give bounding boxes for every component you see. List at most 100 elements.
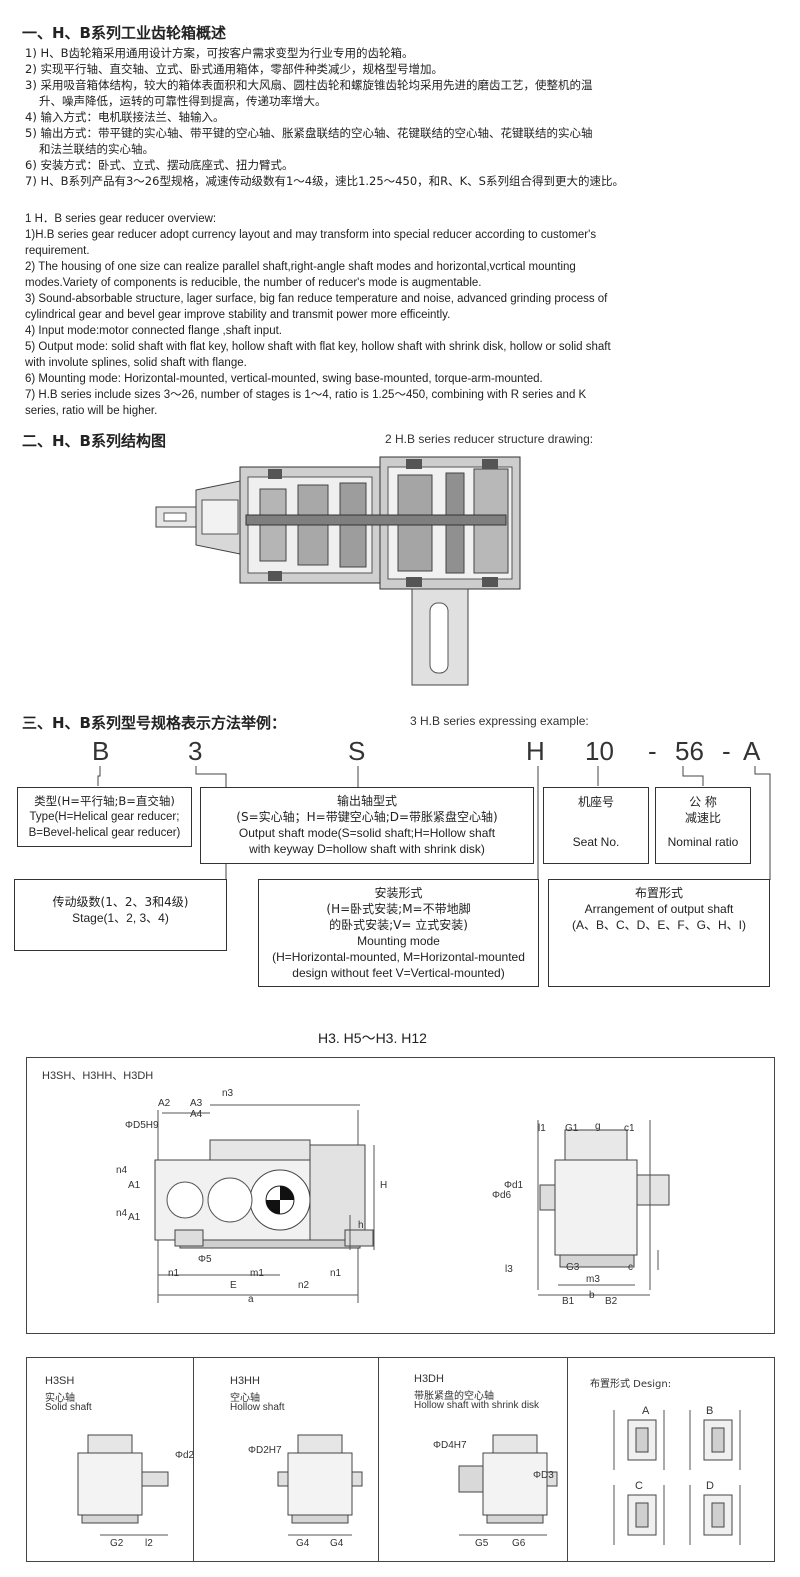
cn-line: 和法兰联结的实心轴。 — [39, 142, 154, 156]
dimension-panel — [26, 1057, 775, 1334]
dim-label: A1 — [128, 1180, 141, 1191]
dim-label: G5 — [475, 1538, 489, 1549]
box-arrange-line: Arrangement of output shaft — [584, 902, 734, 916]
dim-label: Φd1 — [504, 1180, 524, 1191]
dim-label: G6 — [512, 1538, 526, 1549]
code-ratio: 56 — [675, 736, 704, 766]
variant-cn: 带胀紧盘的空心轴 — [414, 1391, 494, 1402]
dim-label: n1 — [168, 1268, 180, 1279]
front-view-drawing — [154, 1104, 375, 1303]
dim-label: n3 — [222, 1088, 234, 1099]
side-view-drawing — [537, 1120, 670, 1296]
dim-label: Φ5 — [198, 1254, 212, 1265]
section2-title: 二、H、B系列结构图 — [22, 432, 166, 450]
dim-label: B2 — [605, 1296, 618, 1307]
dim-label: l3 — [505, 1264, 513, 1275]
dim-label: G3 — [566, 1262, 580, 1273]
dim-label: c — [628, 1262, 633, 1273]
cn-line: 5) 输出方式：带平键的实心轴、带平键的空心轴、胀紧盘联结的空心轴、花键联结的空… — [25, 126, 593, 140]
box-type-line: Type(H=Helical gear reducer; — [29, 811, 180, 823]
section4-title: H3. H5～H3. H12 — [318, 1030, 427, 1046]
dim-label: h — [358, 1220, 364, 1231]
box-mount-line: 的卧式安装;V= 立式安装) — [329, 918, 468, 932]
code-shaft: S — [348, 736, 366, 766]
dim-label: n4 — [116, 1165, 128, 1176]
en-line: 7) H.B series include sizes 3～26, number… — [25, 389, 587, 401]
dim-label: A4 — [190, 1109, 203, 1120]
code-stage: 3 — [188, 736, 203, 766]
box-arrange: 布置形式 Arrangement of output shaft (A、B、C、… — [548, 879, 770, 987]
box-shaft-line: Output shaft mode(S=solid shaft;H=Hollow… — [238, 826, 496, 840]
dim-label: n2 — [298, 1280, 310, 1291]
variant-code: H3HH — [230, 1375, 260, 1387]
hollow-shaft-drawing — [277, 1434, 363, 1536]
design-letter: D — [706, 1480, 714, 1492]
design-arrangement-drawing — [613, 1410, 741, 1545]
dim-label: G4 — [296, 1538, 310, 1549]
dim-label: H — [380, 1180, 388, 1191]
box-shaft-line: 输出轴型式 — [336, 794, 397, 808]
cn-line: 7) H、B系列产品有3～26型规格，减速传动级数有1～4级，速比1.25～45… — [25, 174, 624, 188]
box-type-line: 类型(H=平行轴;B=直交轴) — [34, 794, 175, 808]
en-line: 3) Sound-absorbable structure, lager sur… — [25, 293, 608, 305]
box-type: 类型(H=平行轴;B=直交轴) Type(H=Helical gear redu… — [17, 787, 192, 847]
dim-label: m1 — [250, 1268, 264, 1279]
box-seat-line: Seat No. — [572, 835, 620, 849]
box-stage-line: 传动级数(1、2、3和4级) — [52, 895, 189, 909]
variant-code: H3SH — [45, 1375, 75, 1387]
box-mount-line: Mounting mode — [357, 934, 440, 948]
box-arrange-line: 布置形式 — [634, 886, 683, 900]
dim-label: n1 — [330, 1268, 342, 1279]
dim-label: l2 — [145, 1538, 153, 1549]
box-mount: 安装形式 (H=卧式安装;M=不带地脚 的卧式安装;V= 立式安装) Mount… — [258, 879, 539, 987]
box-stage: 传动级数(1、2、3和4级) Stage(1、2, 3、4) — [14, 879, 227, 951]
variant-en: Hollow shaft with shrink disk — [414, 1400, 540, 1411]
section2-subtitle: 2 H.B series reducer structure drawing: — [385, 432, 594, 446]
variant-cn: 空心轴 — [230, 1393, 260, 1404]
en-line: modes.Variety of components is reducible… — [25, 277, 482, 289]
code-dash-2: - — [722, 736, 731, 766]
dim-label: ΦD5H9 — [125, 1120, 159, 1131]
box-ratio-line: Nominal ratio — [667, 835, 739, 849]
box-shaft-line: (S=实心轴；H=带键空心轴;D=带胀紧盘空心轴) — [236, 810, 498, 824]
panel-label: H3SH、H3HH、H3DH — [42, 1070, 154, 1082]
en-line: 2) The housing of one size can realize p… — [25, 261, 576, 273]
dim-label: A2 — [158, 1098, 171, 1109]
dim-label: B1 — [562, 1296, 575, 1307]
solid-shaft-drawing — [77, 1434, 169, 1536]
section1-cn-list: 1) H、B齿轮箱采用通用设计方案，可按客户需求变型为行业专用的齿轮箱。 2) … — [25, 45, 785, 189]
box-shaft-line: with keyway D=hollow shaft with shrink d… — [249, 842, 485, 856]
dim-label: G4 — [330, 1538, 344, 1549]
dim-label: m3 — [586, 1274, 600, 1285]
dim-label: A1 — [128, 1212, 141, 1223]
design-letter: A — [642, 1405, 650, 1417]
dim-label: n4 — [116, 1208, 128, 1219]
dim-label: a — [248, 1294, 254, 1305]
box-arrange-line: (A、B、C、D、E、F、G、H、I) — [571, 918, 746, 932]
box-seat-line: 机座号 — [577, 795, 614, 809]
cn-line: 2) 实现平行轴、直交轴、立式、卧式通用箱体，零部件种类减少，规格型号增加。 — [25, 62, 443, 76]
code-series: B — [92, 736, 110, 766]
variant-cn: 实心轴 — [45, 1393, 75, 1404]
dim-label: E — [230, 1280, 237, 1291]
variant-code: H3DH — [414, 1373, 444, 1385]
cn-line: 1) H、B齿轮箱采用通用设计方案，可按客户需求变型为行业专用的齿轮箱。 — [25, 46, 414, 60]
dim-label: G1 — [565, 1123, 579, 1134]
dim-label: Φd2 — [175, 1450, 195, 1461]
box-ratio: 公 称 减速比 Nominal ratio — [655, 787, 751, 864]
en-line: series, ratio will be higher. — [25, 405, 158, 417]
box-type-line: B=Bevel-helical gear reducer) — [28, 827, 181, 839]
en-line: 4) Input mode:motor connected flange ,sh… — [25, 325, 282, 337]
variant-en: Hollow shaft — [230, 1402, 285, 1413]
en-line: 1)H.B series gear reducer adopt currency… — [25, 229, 597, 241]
code-seat: 10 — [585, 736, 614, 766]
box-ratio-line: 公 称 — [689, 795, 717, 809]
variant-en: Solid shaft — [45, 1402, 92, 1413]
dim-label: Φd6 — [492, 1190, 512, 1201]
cn-line: 3) 采用吸音箱体结构，较大的箱体表面积和大风扇、圆柱齿轮和螺旋锥齿轮均采用先进… — [25, 78, 593, 92]
dim-label: ΦD3 — [533, 1470, 554, 1481]
section1-en-list: 1 H．B series gear reducer overview: 1)H.… — [25, 211, 795, 419]
cn-line: 升、噪声降低，运转的可靠性得到提高，传递功率增大。 — [39, 94, 327, 108]
box-mount-line: design without feet V=Vertical-mounted) — [292, 966, 505, 980]
code-dash-1: - — [648, 736, 657, 766]
